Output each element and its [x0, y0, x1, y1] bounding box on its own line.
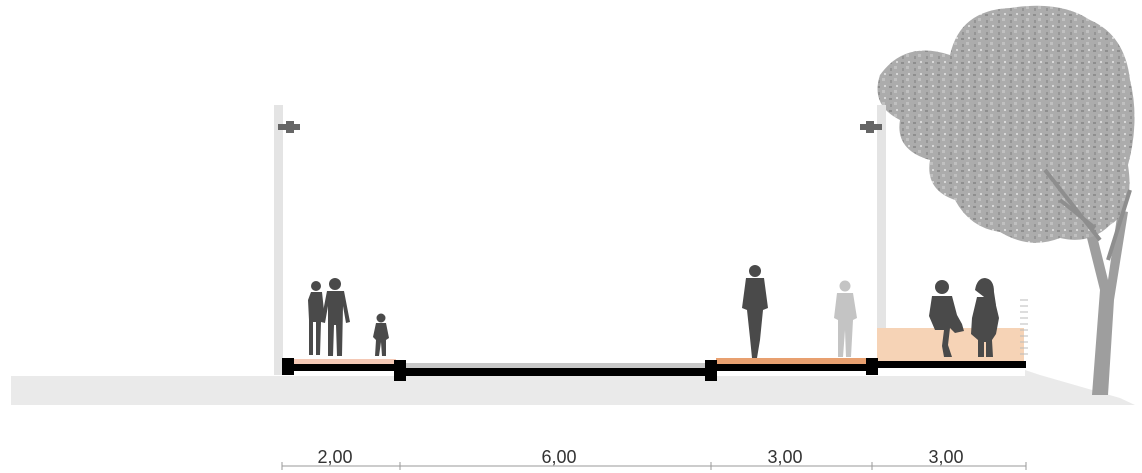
street-light-left — [274, 105, 300, 375]
road-surface — [400, 363, 710, 369]
dimension-label-roadway: 6,00 — [541, 447, 576, 467]
pedestrian-faded — [834, 280, 857, 357]
dimension-label-bike-lane: 3,00 — [767, 447, 802, 467]
height-scale-marks — [1020, 299, 1028, 355]
bike-lane-surface — [716, 358, 868, 364]
curb-block — [394, 360, 406, 381]
dimension-label-plaza: 3,00 — [928, 447, 963, 467]
slab-road — [398, 368, 716, 376]
dimension-label-sidewalk: 2,00 — [317, 447, 352, 467]
slab-bike-lane — [712, 364, 874, 371]
ground-terrain-right — [275, 370, 1135, 405]
structural-slabs — [282, 358, 1026, 381]
curb-block — [866, 358, 878, 375]
curb-block — [705, 360, 717, 381]
sidewalk-paving — [286, 359, 396, 364]
tree-trunk — [1085, 210, 1128, 395]
street-light-right — [860, 105, 886, 360]
pedestrian-man — [321, 278, 350, 356]
ground-terrain — [11, 376, 275, 405]
pedestrian-woman — [308, 281, 325, 355]
slab-sidewalk — [286, 364, 398, 371]
cyclist — [742, 265, 768, 358]
dimension-line — [281, 462, 1027, 470]
light-pole — [877, 105, 886, 360]
curb-block — [282, 358, 294, 375]
pedestrian-child — [373, 313, 389, 356]
tree-crown — [877, 5, 1135, 243]
seated-person-man — [929, 280, 964, 357]
tree — [877, 5, 1135, 395]
light-pole — [274, 105, 283, 375]
slab-plaza — [872, 361, 1026, 368]
seated-person-woman — [971, 278, 999, 357]
